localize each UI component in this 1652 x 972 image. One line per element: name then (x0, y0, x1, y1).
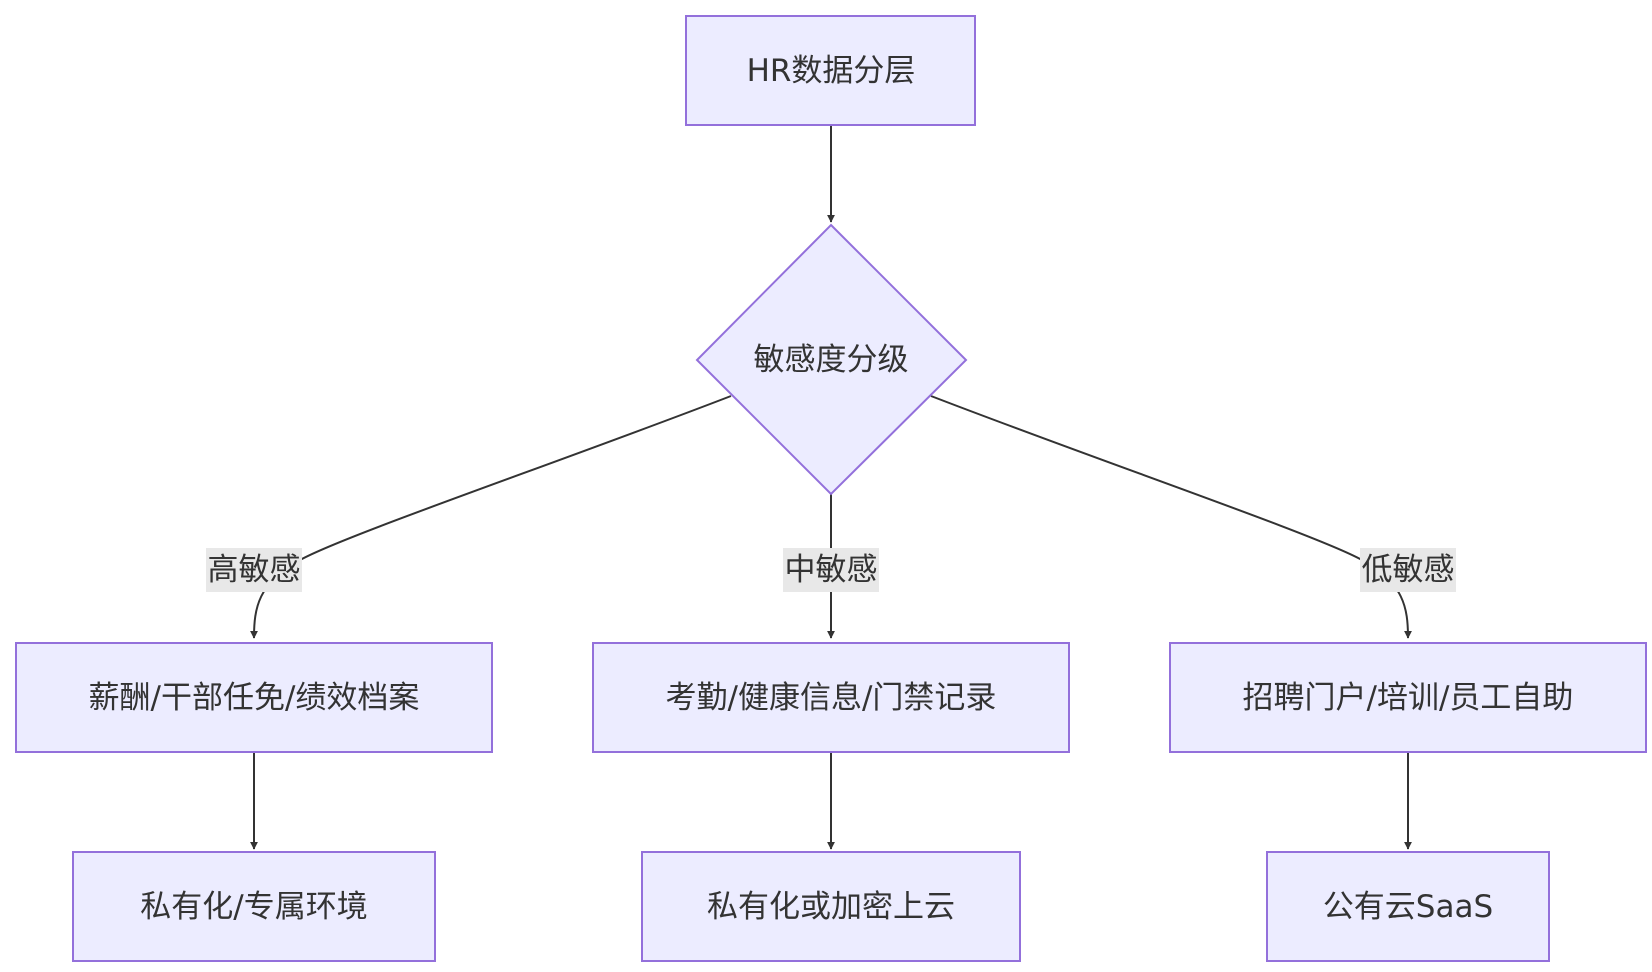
node-high-deploy: 私有化/专属环境 (72, 851, 436, 962)
edge-decision-to-high (250, 395, 732, 639)
node-decision-label: 敏感度分级 (754, 342, 909, 378)
node-mid-data: 考勤/健康信息/门禁记录 (592, 642, 1070, 753)
edge-label-low: 低敏感 (1360, 548, 1456, 592)
node-mid-deploy-label: 私有化或加密上云 (707, 889, 955, 925)
node-high-deploy-label: 私有化/专属环境 (140, 889, 367, 925)
node-high-data-label: 薪酬/干部任免/绩效档案 (89, 680, 420, 716)
edge-label-mid: 中敏感 (783, 548, 879, 592)
node-decision: 敏感度分级 (695, 223, 968, 496)
edge-label-high: 高敏感 (206, 548, 302, 592)
node-high-data: 薪酬/干部任免/绩效档案 (15, 642, 493, 753)
node-mid-data-label: 考勤/健康信息/门禁记录 (666, 680, 997, 716)
edge-label-mid-text: 中敏感 (785, 552, 878, 588)
node-low-deploy: 公有云SaaS (1266, 851, 1550, 962)
node-root-label: HR数据分层 (747, 53, 916, 89)
node-mid-deploy: 私有化或加密上云 (641, 851, 1021, 962)
edge-label-low-text: 低敏感 (1362, 552, 1455, 588)
node-low-data: 招聘门户/培训/员工自助 (1169, 642, 1647, 753)
edges (250, 125, 1412, 850)
node-low-data-label: 招聘门户/培训/员工自助 (1243, 680, 1574, 716)
edge-label-high-text: 高敏感 (208, 552, 301, 588)
node-root: HR数据分层 (685, 15, 976, 126)
node-low-deploy-label: 公有云SaaS (1323, 889, 1493, 925)
edge-decision-to-low (930, 395, 1412, 639)
